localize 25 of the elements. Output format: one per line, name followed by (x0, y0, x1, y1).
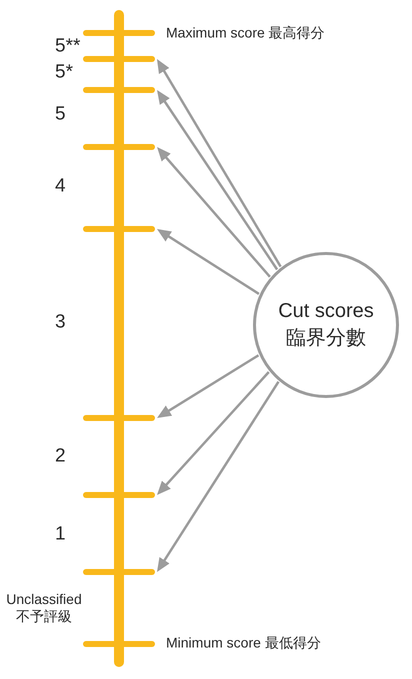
arrow (156, 371, 270, 496)
level-label: 5* (55, 62, 73, 84)
level-label: 5 (55, 104, 66, 126)
level-label: 3 (55, 312, 66, 334)
tick-mark (83, 569, 155, 575)
level-label: 1 (55, 524, 66, 546)
tick-mark (83, 56, 155, 62)
arrow (157, 354, 260, 418)
tick-mark (83, 415, 155, 421)
node-label: Cut scores 臨界分數 (277, 299, 375, 351)
tick-mark (83, 87, 155, 93)
level-label: 5** (55, 36, 80, 58)
arrow (156, 59, 282, 268)
arrow (157, 147, 271, 278)
tick-mark (83, 144, 155, 150)
level-label: 2 (55, 446, 66, 468)
level-label: 4 (55, 176, 66, 198)
scale-end-label: Minimum score 最低得分 (166, 634, 321, 652)
tick-mark (83, 226, 155, 232)
arrow (156, 381, 280, 572)
scale-end-label: Maximum score 最高得分 (166, 24, 325, 42)
arrow (156, 229, 260, 295)
tick-mark (83, 492, 155, 498)
arrow (157, 90, 278, 270)
level-label: Unclassified 不予評級 (5, 591, 83, 625)
